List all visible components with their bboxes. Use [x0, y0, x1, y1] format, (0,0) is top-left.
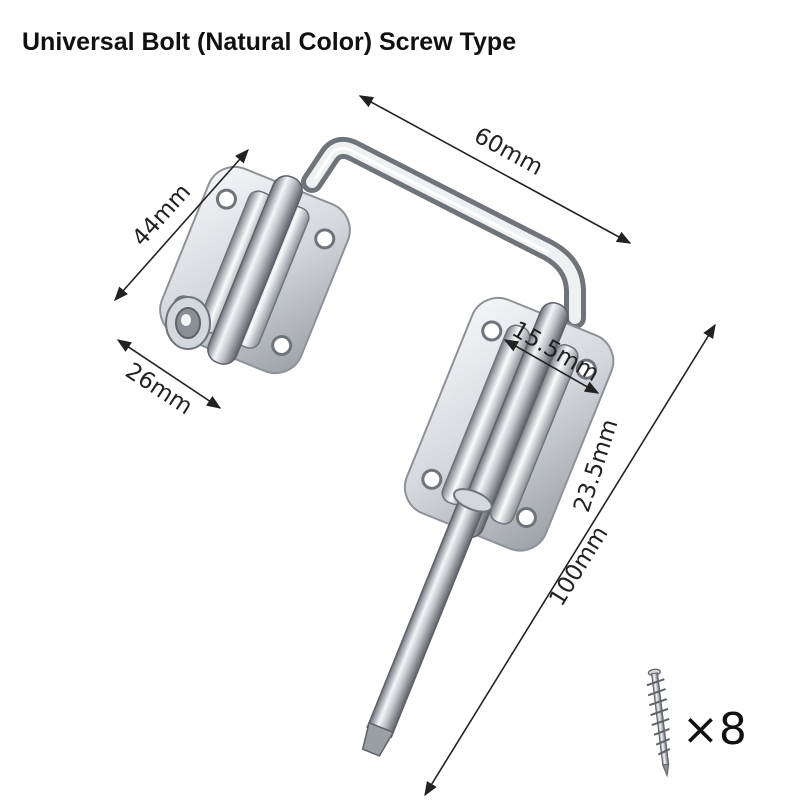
dimension-line-overall	[424, 323, 716, 797]
screw-hole	[271, 334, 293, 356]
screw-quantity: ×8	[682, 704, 747, 755]
dimension-overall-label: 100mm	[545, 522, 614, 611]
dimension-line-width	[358, 95, 632, 244]
bolt-rod	[361, 488, 493, 757]
bolt-plate	[403, 296, 615, 552]
dimension-line-plate-length	[114, 148, 249, 302]
sleeve-end	[165, 296, 211, 350]
screw-icon	[646, 668, 671, 778]
dimension-width-label: 60mm	[470, 123, 548, 181]
dimension-line-plate-width	[116, 339, 222, 409]
screw-hole	[314, 228, 336, 250]
product-title: Universal Bolt (Natural Color) Screw Typ…	[22, 28, 517, 56]
